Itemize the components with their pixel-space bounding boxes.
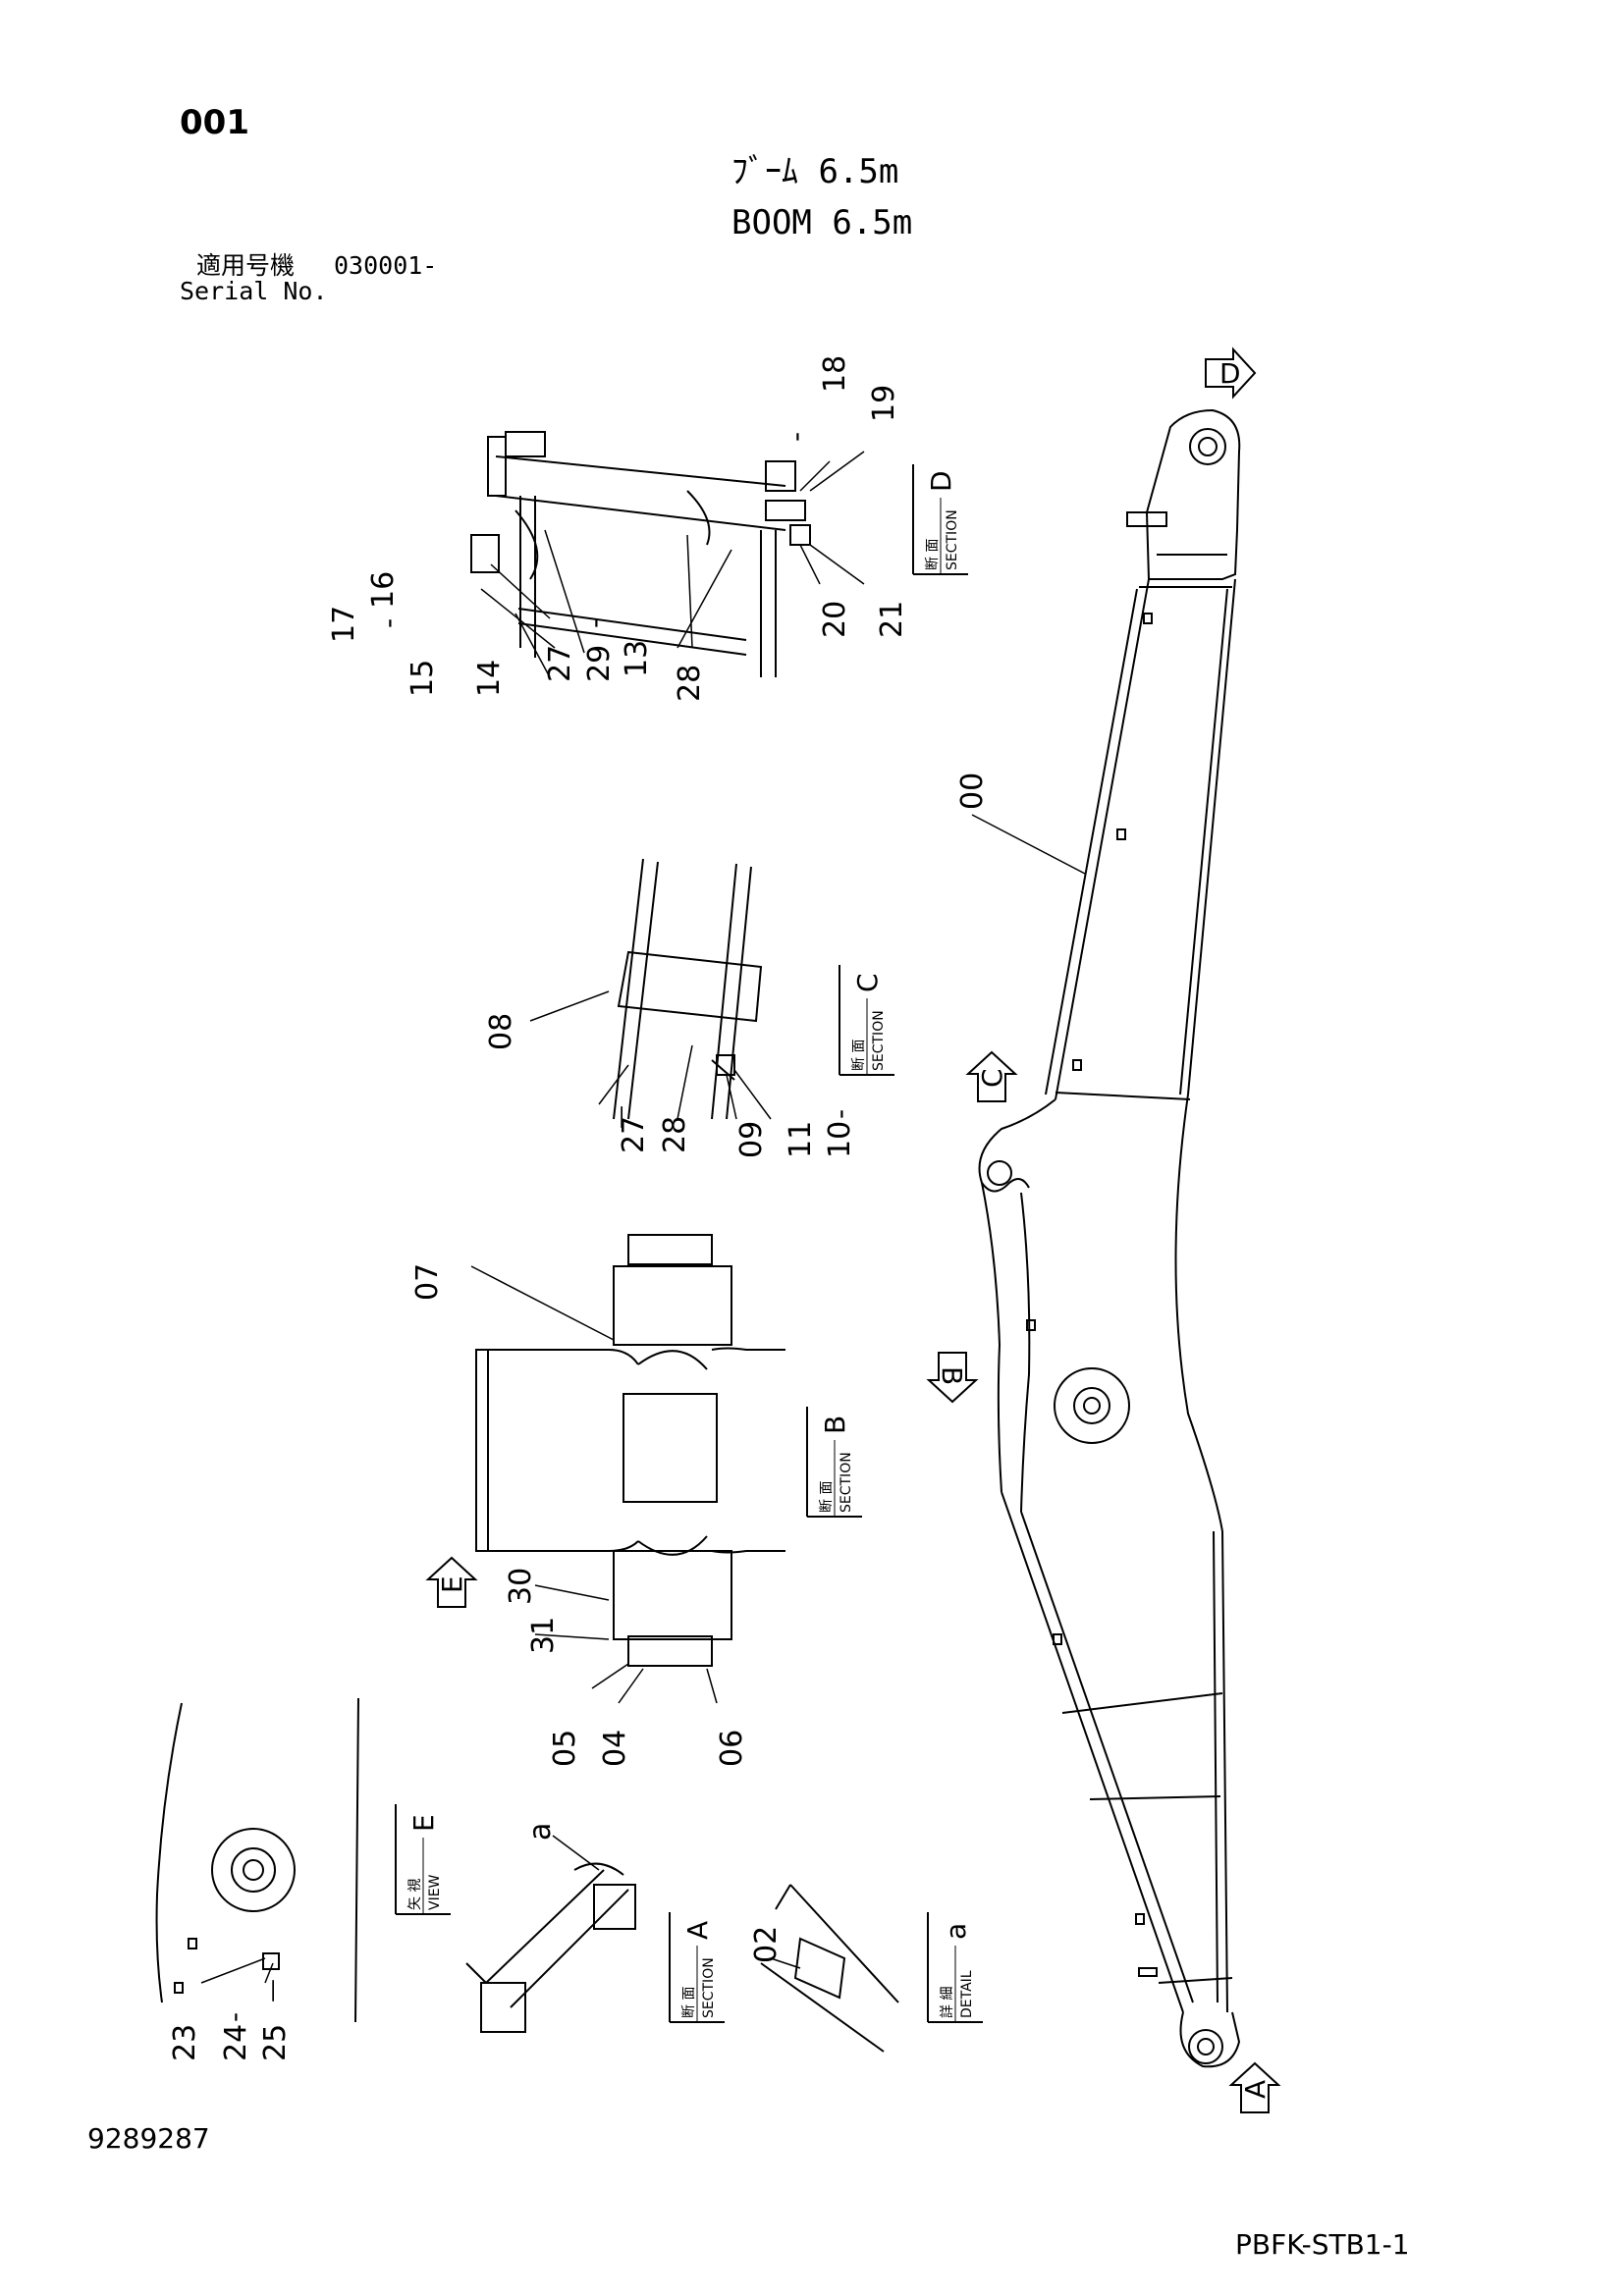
callout-08: 08	[484, 1013, 518, 1050]
detail-a-drawing	[760, 1884, 899, 2053]
callout-20: 20	[818, 601, 852, 638]
callout-21: 21	[875, 601, 909, 638]
callout-09: 09	[734, 1121, 769, 1158]
section-label-en: SECTION	[871, 1010, 887, 1071]
callout-15: 15	[406, 660, 440, 697]
leader-lines	[200, 451, 1086, 1984]
view-arrow-letter: A	[1239, 2080, 1272, 2099]
view-arrow-a: A	[1228, 2061, 1281, 2113]
callout-31: 31	[526, 1617, 561, 1654]
section-label-b: 断 面 SECTION B	[806, 1407, 862, 1518]
view-arrow-letter: D	[1219, 357, 1241, 390]
callout-24: 24	[219, 2024, 253, 2061]
section-label-en: VIEW	[427, 1874, 443, 1910]
section-label-en: DETAIL	[959, 1970, 975, 2018]
boom-outline	[978, 408, 1241, 2068]
callout-28: 28	[673, 665, 707, 702]
view-arrow-e: E	[425, 1556, 478, 1608]
callout-23: 23	[168, 2024, 202, 2061]
view-arrow-c: C	[965, 1050, 1018, 1102]
section-letter: a	[940, 1923, 972, 1940]
callout-19: 19	[867, 385, 901, 422]
view-arrow-b: B	[926, 1352, 979, 1404]
callout-05: 05	[548, 1730, 582, 1767]
callout-range-dash: -	[372, 618, 405, 628]
callout-range-dash: -	[824, 1109, 856, 1119]
callout-28: 28	[658, 1116, 692, 1153]
sheet-code: PBFK-STB1-1	[1235, 2228, 1410, 2261]
callout-18: 18	[818, 355, 852, 393]
callout-17: 17	[327, 606, 361, 643]
title-english: BOOM 6.5m	[731, 203, 913, 242]
section-label-jp: 詳 細	[940, 1987, 955, 2018]
section-label-jp: 断 面	[819, 1481, 835, 1513]
callout-06: 06	[715, 1730, 749, 1767]
section-label-en: SECTION	[945, 509, 960, 570]
callout-range-dash: -	[780, 432, 812, 442]
callout-02: 02	[749, 1926, 784, 1963]
callout-16: 16	[366, 571, 401, 609]
section-label-en: SECTION	[839, 1452, 854, 1513]
section-label-jp: 矢 視	[407, 1879, 423, 1910]
serial-value: 030001-	[334, 251, 438, 280]
section-c-drawing	[613, 858, 763, 1120]
page-number: 001	[180, 103, 249, 142]
view-arrow-letter: E	[436, 1575, 468, 1593]
callout-leader-dash: —	[258, 1979, 286, 2002]
callout-14: 14	[472, 660, 507, 697]
callout-13: 13	[620, 640, 654, 677]
callout-30: 30	[504, 1568, 538, 1605]
callout-range-dash: -	[578, 618, 611, 628]
section-label-jp: 断 面	[851, 1040, 867, 1071]
callout-11: 11	[784, 1121, 818, 1158]
callout-04: 04	[598, 1730, 632, 1767]
callout-10: 10	[823, 1121, 857, 1158]
callout-a: a	[523, 1823, 558, 1841]
callout-27: 27	[617, 1116, 651, 1153]
callout-leader-dash: —	[607, 1105, 634, 1129]
section-letter: B	[819, 1415, 851, 1434]
section-label-jp: 断 面	[925, 539, 941, 570]
view-e-drawing	[155, 1697, 359, 2023]
section-letter: A	[681, 1921, 714, 1940]
callout-27: 27	[543, 645, 577, 682]
callout-range-dash: -	[218, 2012, 250, 2022]
serial-label-japanese: 適用号機	[196, 251, 296, 280]
section-label-en: SECTION	[701, 1957, 717, 2018]
callout-29: 29	[582, 645, 617, 682]
section-label-d: 断 面 SECTION D	[912, 464, 968, 575]
view-arrow-d: D	[1205, 347, 1257, 400]
view-arrow-letter: C	[976, 1068, 1008, 1088]
callout-25: 25	[258, 2024, 293, 2061]
title-japanese: ﾌﾞｰﾑ 6.5m	[731, 152, 899, 191]
section-letter: E	[407, 1814, 440, 1832]
section-label-jp: 断 面	[681, 1987, 697, 2018]
serial-label-english: Serial No.	[180, 277, 328, 305]
callout-07: 07	[410, 1263, 445, 1301]
section-letter: D	[925, 470, 957, 492]
section-label-detail-a: 詳 細 DETAIL a	[927, 1912, 983, 2023]
document-number: 9289287	[87, 2122, 210, 2155]
callout-00: 00	[955, 773, 990, 810]
view-arrow-letter: B	[936, 1366, 968, 1385]
section-a-drawing	[465, 1862, 636, 2033]
section-b-drawing	[475, 1234, 785, 1667]
section-letter: C	[851, 973, 884, 992]
